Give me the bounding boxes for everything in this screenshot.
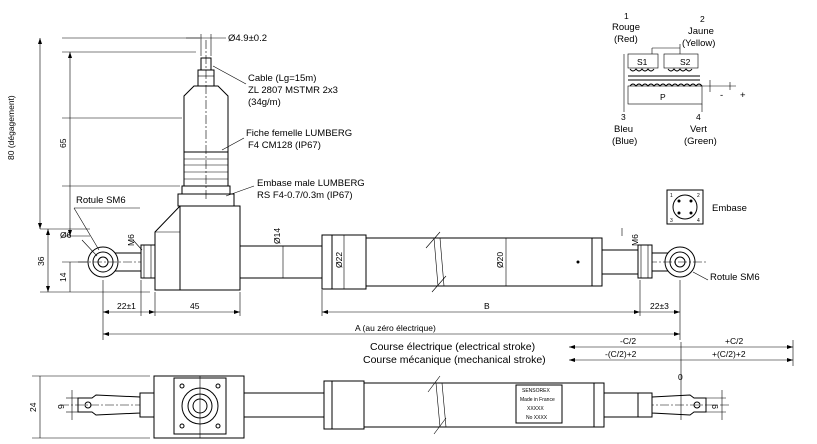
dim-d6: Ø6 (60, 230, 72, 240)
dim-a: A (au zéro électrique) (355, 323, 436, 333)
cable-label-1: Cable (Lg=15m) (248, 73, 316, 84)
pin2-fr: Jaune (688, 26, 714, 37)
dim-d22: Ø22 (334, 252, 344, 268)
mech-minus: -(C/2)+2 (605, 349, 637, 359)
extension-lines-top (40, 37, 681, 340)
pin1-fr: Rouge (612, 22, 640, 33)
cable-diameter: Ø4.9±0.2 (228, 33, 267, 44)
dim-9-left: 9 (56, 404, 66, 409)
dim-m6-left: M6 (126, 234, 136, 246)
pin3-en: (Blue) (612, 136, 637, 147)
dim-65: 65 (58, 138, 68, 148)
dim-d20: Ø20 (495, 252, 505, 268)
wiring-diagram (623, 44, 736, 112)
bottom-view (32, 375, 726, 439)
right-rod-end (601, 244, 696, 279)
mech-plus: +(C/2)+2 (712, 349, 746, 359)
el-plus: +C/2 (725, 336, 743, 346)
dim-14: 14 (58, 272, 68, 282)
dim-22pm1: 22±1 (117, 301, 136, 311)
pin4-num: 4 (696, 112, 701, 122)
fiche-label-1: Fiche femelle LUMBERG (246, 128, 352, 139)
pin4-en: (Green) (684, 136, 717, 147)
rotule-right-label: Rotule SM6 (710, 272, 760, 283)
rotule-left-label: Rotule SM6 (76, 195, 126, 206)
svg-text:3: 3 (670, 218, 673, 224)
dim-36: 36 (36, 256, 46, 266)
dim-80: 80 (dégagement) (6, 95, 16, 160)
svg-text:2: 2 (697, 193, 700, 199)
embase-male-label-1: Embase male LUMBERG (257, 178, 365, 189)
plate-line-1: SENSOREX (522, 388, 550, 394)
coil-s2: S2 (680, 57, 691, 67)
cable-label-3: (34g/m) (248, 97, 281, 108)
sensor-housing (154, 185, 241, 291)
embase-label: Embase (712, 203, 747, 214)
embase-icon: 1 2 3 4 (666, 189, 704, 225)
fiche-label-2: F4 CM128 (IP67) (248, 140, 321, 151)
coil-s1: S1 (637, 57, 648, 67)
arrowheads (38, 38, 793, 362)
coil-p: P (660, 92, 666, 102)
plate-line-2: Made in France (520, 397, 555, 403)
pin2-en: (Yellow) (682, 38, 715, 49)
electrical-stroke-label: Course électrique (electrical stroke) (370, 341, 535, 353)
embase-male-label-2: RS F4-0.7/0.3m (IP67) (257, 190, 353, 201)
el-minus: -C/2 (620, 336, 636, 346)
pin3-num: 3 (621, 112, 626, 122)
pin1-en: (Red) (614, 34, 638, 45)
dim-b: B (484, 301, 490, 311)
supply-plus: + (740, 90, 746, 101)
dimension-lines (39, 34, 794, 420)
dim-24: 24 (28, 402, 38, 412)
svg-text:4: 4 (697, 218, 700, 224)
connector-stack (183, 40, 229, 200)
pin3-fr: Bleu (614, 124, 633, 135)
pin1-num: 1 (624, 11, 629, 21)
plate-line-4: No XXXX (526, 415, 548, 421)
dim-22pm3: 22±3 (650, 301, 669, 311)
left-rod-end (87, 244, 156, 279)
pin4-fr: Vert (690, 124, 707, 135)
zero-mark: 0 (678, 372, 683, 382)
cable-label-2: ZL 2807 MSTMR 2x3 (248, 85, 338, 96)
actuator-tube (239, 231, 603, 293)
dim-9-right: 9 (710, 404, 720, 409)
mechanical-stroke-label: Course mécanique (mechanical stroke) (363, 354, 546, 366)
dim-d14: Ø14 (272, 228, 282, 244)
dim-m6-right: M6 (630, 234, 640, 246)
pin2-num: 2 (700, 14, 705, 24)
plate-line-3: XXXXX (527, 406, 544, 412)
dim-45: 45 (190, 301, 200, 311)
supply-minus: - (720, 90, 723, 101)
svg-text:1: 1 (670, 193, 673, 199)
